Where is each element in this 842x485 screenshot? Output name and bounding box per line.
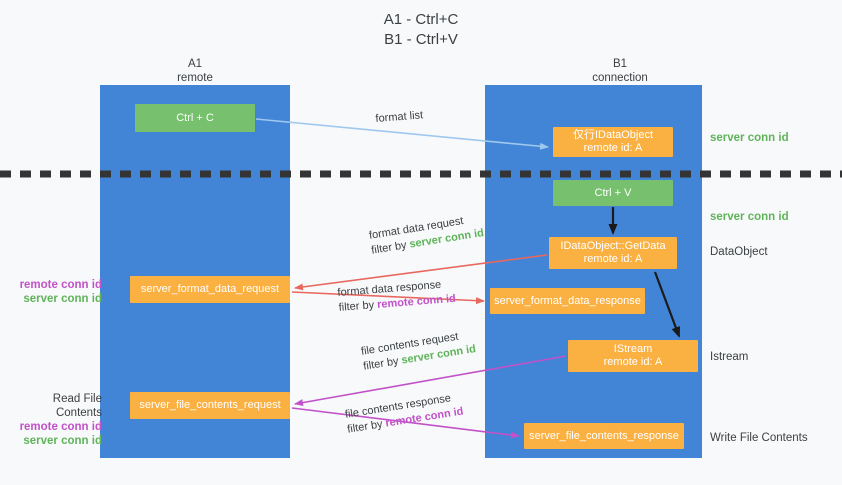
- side-label-istream: Istream: [710, 351, 749, 363]
- left-annotation-format-data: remote conn id server conn id: [6, 278, 102, 306]
- side-label-server-conn-id-1: server conn id: [710, 132, 789, 144]
- node-idataobject-label: 仅行IDataObject: [572, 129, 654, 141]
- column-header-b1: B1 connection: [545, 57, 695, 85]
- node-server-format-data-response[interactable]: server_format_data_response: [490, 288, 645, 314]
- arrow-format-list: [255, 118, 549, 150]
- left-annotation-server-conn-id-1: server conn id: [23, 293, 102, 305]
- column-header-b1-name: B1: [612, 58, 628, 70]
- side-label-dataobject: DataObject: [710, 246, 768, 258]
- title-line-1: A1 - Ctrl+C: [383, 11, 459, 28]
- arrow-file-contents-request: [294, 355, 567, 407]
- left-annotation-file-contents: Read File Contents remote conn id server…: [6, 392, 102, 448]
- node-ctrl-v-label: Ctrl + V: [594, 186, 632, 199]
- node-idataobject-getdata[interactable]: IDataObject::GetData remote id: A: [549, 237, 677, 269]
- column-header-a1-name: A1: [187, 58, 203, 70]
- arrow-format-data-response: [291, 291, 485, 305]
- node-server-file-contents-request-label: server_file_contents_request: [139, 399, 281, 411]
- left-annotation-remote-conn-id-2: remote conn id: [19, 421, 102, 433]
- node-server-format-data-request-label: server_format_data_request: [140, 283, 280, 295]
- node-server-format-data-request[interactable]: server_format_data_request: [130, 276, 290, 303]
- title-line-2: B1 - Ctrl+V: [384, 31, 458, 48]
- flow-label-format-data-response-filter-prefix: filter by: [338, 298, 378, 314]
- node-ctrl-c-label: Ctrl + C: [176, 111, 214, 124]
- left-annotation-remote-conn-id-1: remote conn id: [19, 279, 102, 291]
- left-annotation-server-conn-id-2: server conn id: [23, 435, 102, 447]
- node-istream-remote-id: remote id: A: [603, 356, 663, 368]
- node-server-format-data-response-label: server_format_data_response: [494, 294, 641, 307]
- node-getdata-label: IDataObject::GetData: [560, 240, 666, 252]
- node-server-file-contents-response-label: server_file_contents_response: [529, 429, 679, 442]
- column-header-a1: A1 remote: [120, 57, 270, 85]
- column-header-a1-sub: remote: [177, 72, 213, 84]
- node-ctrl-c[interactable]: Ctrl + C: [135, 104, 255, 132]
- page-title: A1 - Ctrl+C B1 - Ctrl+V: [0, 10, 842, 50]
- side-label-write-file-contents: Write File Contents: [710, 432, 808, 444]
- node-idataobject-remote-id: remote id: A: [583, 142, 643, 154]
- node-idataobject[interactable]: 仅行IDataObject remote id: A: [553, 127, 673, 157]
- node-server-file-contents-request[interactable]: server_file_contents_request: [130, 392, 290, 419]
- arrow-file-contents-response: [291, 407, 520, 439]
- node-ctrl-v[interactable]: Ctrl + V: [553, 180, 673, 206]
- arrow-format-data-request: [294, 254, 548, 291]
- node-server-file-contents-response[interactable]: server_file_contents_response: [524, 423, 684, 449]
- column-header-b1-sub: connection: [592, 72, 648, 84]
- left-annotation-read-file-contents: Read File Contents: [52, 393, 102, 419]
- arrow-getdata-to-istream: [653, 271, 681, 338]
- node-getdata-remote-id: remote id: A: [583, 253, 643, 265]
- node-istream[interactable]: IStream remote id: A: [568, 340, 698, 372]
- side-label-server-conn-id-2: server conn id: [710, 211, 789, 223]
- node-istream-label: IStream: [613, 343, 653, 355]
